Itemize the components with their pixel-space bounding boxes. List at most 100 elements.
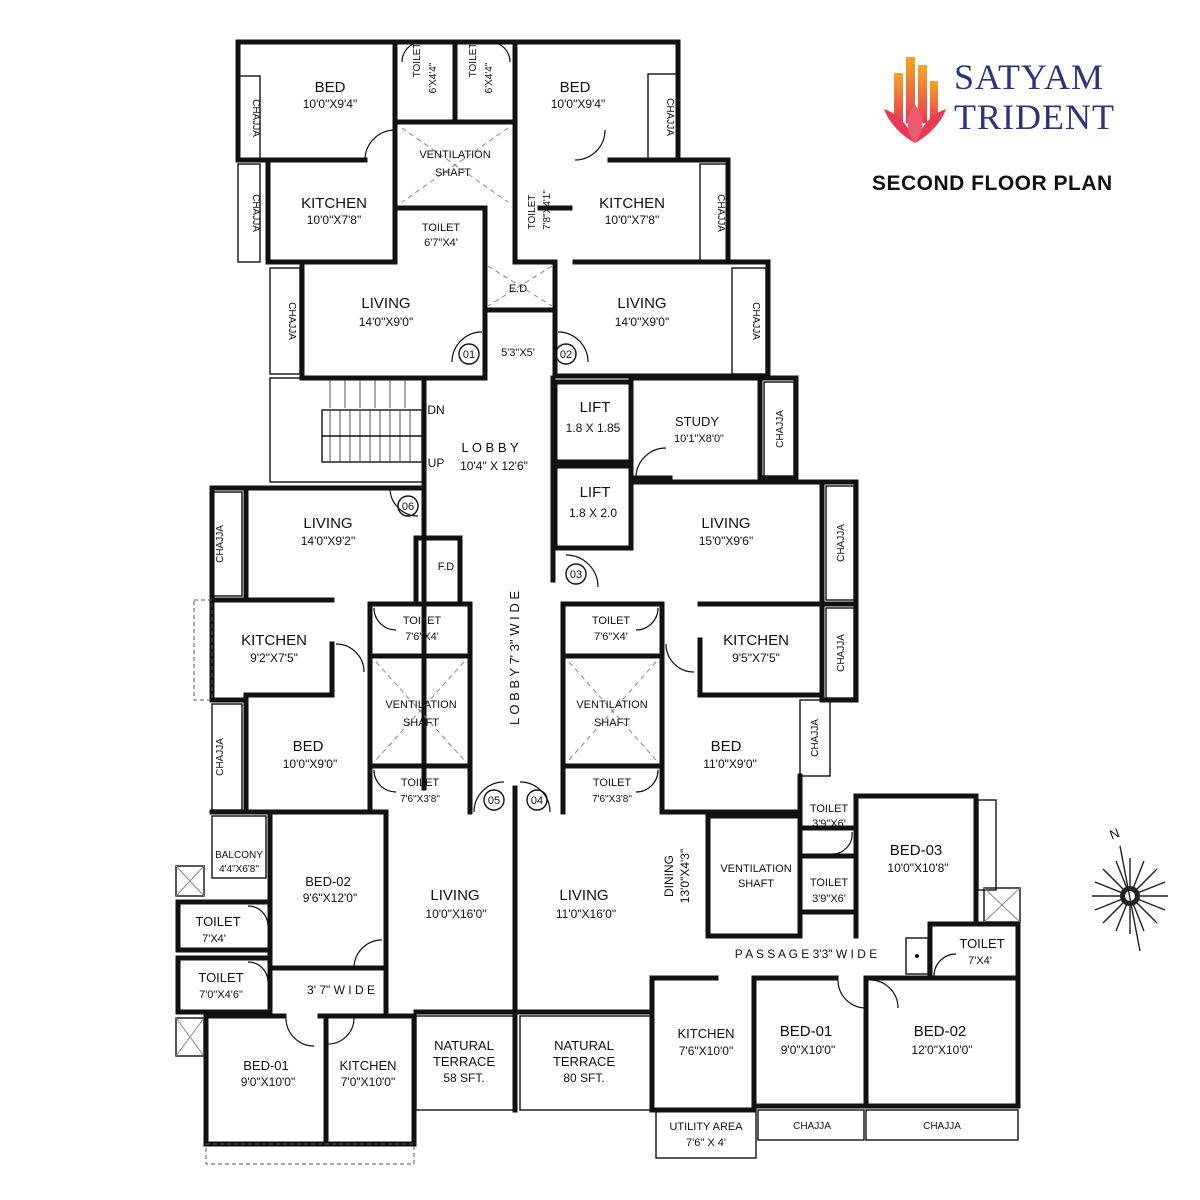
- toilet-t2-size: 6'X4'4": [484, 62, 495, 93]
- toilet-bl2-name: TOILET: [198, 970, 243, 985]
- living-bc-size: 11'0"X16'0": [556, 907, 616, 921]
- brand-logo: SATYAM TRIDENT: [880, 45, 1160, 155]
- living-bl-size: 10'0"X16'0": [425, 907, 486, 921]
- toilet-br2-name: TOILET: [810, 877, 849, 889]
- chajja-label: CHAJJA: [250, 99, 261, 137]
- chajja-label: CHAJJA: [775, 410, 786, 448]
- chajja-label: CHAJJA: [810, 719, 821, 757]
- lift2-size: 1.8 X 2.0: [569, 506, 617, 520]
- toilet-br3-size: 7'X4': [968, 955, 992, 967]
- lobby-name: L O B B Y: [461, 440, 518, 455]
- kitchen-tl-name: KITCHEN: [301, 195, 367, 212]
- kitchen-tr-name: KITCHEN: [599, 195, 665, 212]
- lift1-size: 1.8 X 1.85: [566, 421, 621, 435]
- utility-size: 7'6" X 4': [686, 1137, 726, 1149]
- unit-number-01: 01: [463, 349, 475, 361]
- toilet-t1-name: TOILET: [412, 43, 423, 78]
- kitchen-ml-size: 9'2"X7'5": [250, 651, 298, 665]
- bed03-name: BED-03: [890, 842, 943, 859]
- chajja-label: CHAJJA: [836, 524, 847, 562]
- toilet-t1-size: 6'X4'4": [428, 62, 439, 93]
- chajja-label: CHAJJA: [793, 1121, 831, 1132]
- top-block: [235, 39, 771, 381]
- living-tr-name: LIVING: [617, 295, 666, 312]
- bed02-l-size: 9'6"X12'0": [303, 891, 357, 905]
- living-mr-name: LIVING: [701, 515, 750, 532]
- toilet-tr2-name: TOILET: [527, 195, 538, 230]
- kitchen-ml-name: KITCHEN: [241, 632, 307, 649]
- unit-number-05: 05: [488, 795, 500, 807]
- vent-top-name2: SHAFT: [435, 167, 471, 179]
- kitchen-tr-size: 10'0"X7'8": [605, 213, 659, 227]
- kitchen-bl-size: 7'0"X10'0": [341, 1075, 395, 1089]
- living-mr-size: 15'0"X9'6": [699, 534, 753, 548]
- chajja-label: CHAJJA: [836, 634, 847, 672]
- toilet-t2-name: TOILET: [468, 43, 479, 78]
- unit-number-02: 02: [560, 349, 572, 361]
- unit-number-06: 06: [402, 501, 414, 513]
- dining-name: DINING: [662, 855, 676, 897]
- passage-left-label: 3' 7" W I D E: [307, 983, 375, 997]
- toilet-bl1-size: 7'X4': [202, 933, 226, 945]
- chajja-label: CHAJJA: [215, 738, 226, 776]
- toilet-bl2-size: 7'0"X4'6": [199, 989, 243, 1001]
- toilet-bl1-name: TOILET: [195, 914, 240, 929]
- living-ml-size: 14'0"X9'2": [301, 534, 355, 548]
- lobby-size: 10'4" X 12'6": [460, 459, 528, 473]
- utility-name: UTILITY AREA: [669, 1121, 743, 1133]
- fd-name: F.D: [438, 561, 455, 573]
- bed-tr-size: 10'0"X9'4": [551, 97, 605, 111]
- chajja-label: CHAJJA: [715, 194, 726, 232]
- kitchen-mr-name: KITCHEN: [723, 632, 789, 649]
- toilet-mr2-name: TOILET: [593, 777, 632, 789]
- brand-name-line2: TRIDENT: [954, 97, 1115, 137]
- toilet-br1-size: 3'9"X6': [812, 818, 846, 830]
- living-tl-size: 14'0"X9'0": [359, 315, 413, 329]
- entry-size: 5'3"X5': [501, 347, 535, 359]
- stair-down-label: DN: [427, 403, 444, 417]
- toilet-br1-name: TOILET: [810, 803, 849, 815]
- balcony-name: BALCONY: [215, 850, 263, 861]
- terrace2-name: NATURAL: [554, 1038, 614, 1053]
- terrace1-name2: TERRACE: [433, 1054, 495, 1069]
- bed01-l-name: BED-01: [243, 1058, 289, 1073]
- toilet-tl2-name: TOILET: [422, 222, 461, 234]
- toilet-ml-size: 7'6"X4': [405, 631, 439, 643]
- balcony-size: 4'4"X6'8": [219, 864, 259, 875]
- unit-number-04: 04: [531, 795, 543, 807]
- living-bl-name: LIVING: [430, 887, 479, 904]
- bed01-r-name: BED-01: [780, 1023, 833, 1040]
- dining-size: 13'0"X4'3": [678, 849, 692, 903]
- toilet-mr2-size: 7'6"X3'8": [592, 794, 632, 805]
- stair-up-label: UP: [428, 456, 445, 470]
- toilet-br3-name: TOILET: [959, 936, 1004, 951]
- middle-block: [193, 375, 859, 815]
- chajja-label: CHAJJA: [250, 194, 261, 232]
- bed-tl-name: BED: [315, 79, 346, 96]
- unit-markers: 01 02 03 04 05 06: [397, 343, 587, 811]
- chajja-label: CHAJJA: [664, 98, 675, 136]
- toilet-tr2-size: 7'8"X4'1": [542, 190, 553, 230]
- chajja-label: CHAJJA: [215, 525, 226, 563]
- living-bc-name: LIVING: [559, 887, 608, 904]
- bed02-l-name: BED-02: [305, 874, 351, 889]
- study-size: 10'1"X8'0": [674, 433, 724, 445]
- lift1-name: LIFT: [580, 399, 611, 416]
- bed01-l-size: 9'0"X10'0": [241, 1075, 295, 1089]
- bed02-r-name: BED-02: [914, 1023, 967, 1040]
- bed03-size: 10'0"X10'8": [887, 861, 948, 875]
- bed-tr-name: BED: [560, 79, 591, 96]
- vent-top-name: VENTILATION: [419, 149, 490, 161]
- living-tl-name: LIVING: [361, 295, 410, 312]
- kitchen-br-size: 7'6"X10'0": [679, 1044, 733, 1058]
- toilet-ml-name: TOILET: [403, 615, 442, 627]
- kitchen-mr-size: 9'5"X7'5": [732, 651, 780, 665]
- vent-br-name2: SHAFT: [738, 878, 774, 890]
- vent-ml-name: VENTILATION: [385, 699, 456, 711]
- compass-icon: N: [1092, 825, 1168, 952]
- kitchen-br-name: KITCHEN: [677, 1026, 734, 1041]
- toilet-br2-size: 3'9"X6': [812, 893, 846, 905]
- bottom-block: [175, 773, 1021, 1165]
- toilet-mr-size: 7'6"X4': [594, 631, 628, 643]
